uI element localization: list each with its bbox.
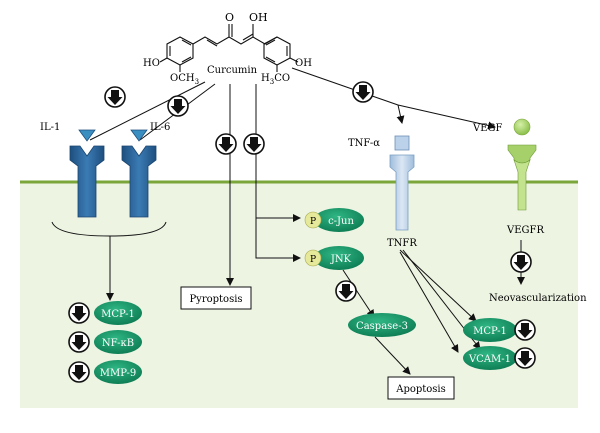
nfkb-node: NF-κB [68,330,142,354]
tnfr-receptor [389,154,415,231]
mcp1-right-label: MCP-1 [473,326,507,337]
mmp9-node: MMP-9 [68,360,142,384]
vegf-ligand [513,118,531,136]
apoptosis-label: Apoptosis [395,384,446,395]
tnfa-ligand [394,135,410,151]
inhibit-tnf-vegf-icon [352,81,374,103]
curcumin-label: Curcumin [207,65,258,76]
inhibit-mmp9-icon [68,361,90,383]
nfkb-label: NF-κB [102,338,134,349]
cjun-node: P c-Jun [304,208,364,232]
inhibit-vcam1-icon [514,347,536,369]
inhibit-il1-icon [104,86,126,108]
cjun-label: c-Jun [328,216,354,227]
left-hydroxyl-label: HO [143,58,160,69]
vegf-label: VEGF [472,123,503,134]
il6-ligand [130,129,148,142]
inhibit-nfkb-icon [68,331,90,353]
inhibit-mcp1-right-icon [514,319,536,341]
jnk-node: P JNK [304,246,364,270]
tnfa-label: TNF-α [348,138,380,149]
curcumin-structure [159,24,299,72]
vcam1-node: VCAM-1 [463,346,536,370]
apoptosis-box [387,376,455,400]
inhibit-jnk-pathway-icon [243,133,265,155]
jnk-label: JNK [330,254,352,265]
curcumin-effect-lines [89,67,496,286]
il1-ligand [78,129,96,142]
mcp1-right-node: MCP-1 [463,318,536,342]
mmp9-label: MMP-9 [100,368,136,379]
inhibit-mcp1-left-icon [68,302,90,324]
caspase3-node: Caspase-3 [348,313,416,337]
vegfr-cap [507,144,537,164]
pyroptosis-box [180,286,252,310]
inhibit-caspase-icon [335,280,357,302]
inhibit-vegfr-icon [510,251,532,273]
vegfr-receptor [513,159,531,211]
tnfr-label: TNFR [387,238,417,249]
il1-receptor [69,145,105,218]
ketone-oxygen-label: O [225,11,234,24]
right-methoxy-label: H3CO [261,73,290,86]
left-methoxy-label: OCH3 [170,73,199,86]
pyroptosis-label: Pyroptosis [189,294,242,305]
mcp1-left-node: MCP-1 [68,301,142,325]
jnk-to-caspase-arrow [342,269,375,318]
inhibit-il6-icon [167,95,189,117]
right-hydroxyl-label: OH [295,58,312,69]
vcam1-label: VCAM-1 [468,354,511,365]
vegfr-label: VEGFR [506,225,544,236]
caspase3-label: Caspase-3 [356,321,408,332]
caspase-to-apoptosis-arrow [374,336,411,375]
hydroxyl-label-top: OH [249,11,268,24]
il6-label: IL-6 [150,122,170,133]
mcp1-left-label: MCP-1 [101,309,135,320]
il6-receptor [121,145,157,218]
neovascularization-label: Neovascularization [489,293,587,304]
jnk-phospho-label: P [310,255,316,265]
inhibit-pyroptosis-icon [215,133,237,155]
cjun-phospho-label: P [310,217,316,227]
il1-label: IL-1 [40,122,60,133]
